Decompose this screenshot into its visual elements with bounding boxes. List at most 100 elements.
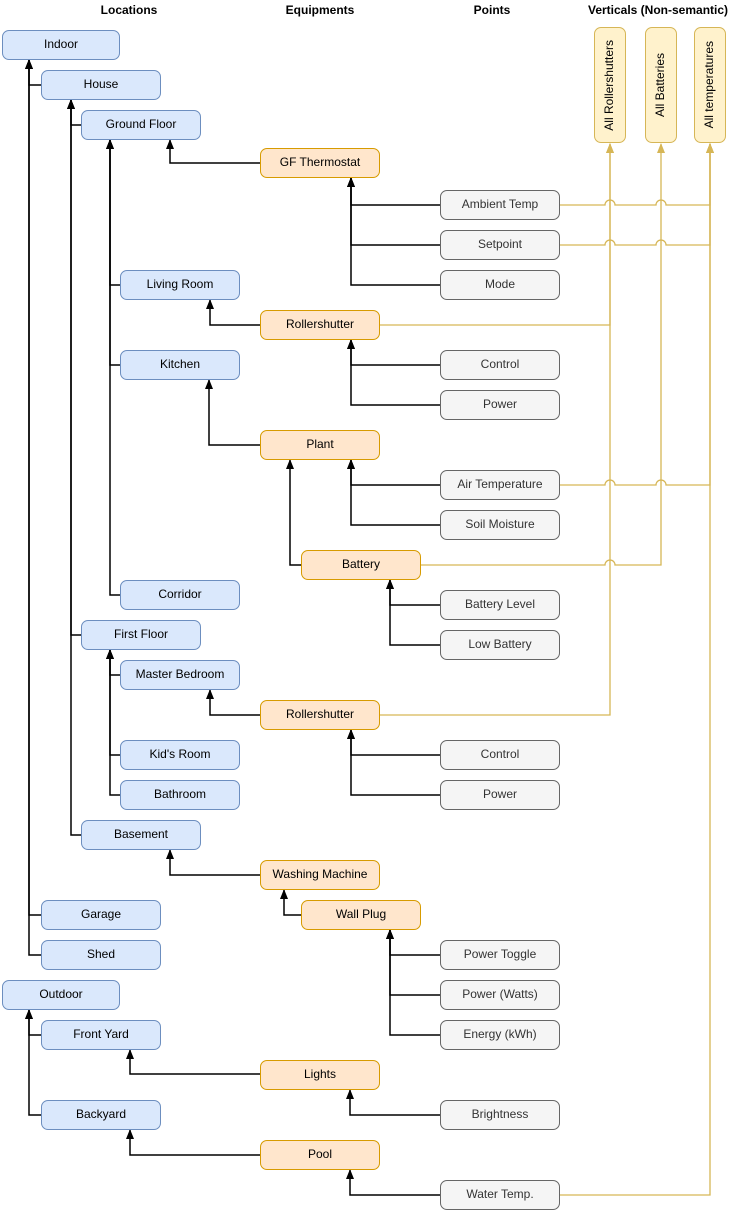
edge-bathroom-to-first-floor — [106, 649, 120, 796]
edge-control-mb-to-rollershutter-mb — [347, 729, 440, 756]
node-label: Mode — [484, 277, 516, 292]
node-label: Power (Watts) — [462, 987, 538, 1002]
equipment-node-plant: Plant — [260, 430, 380, 460]
edge-power-gf-to-rollershutter-gf — [347, 339, 440, 406]
point-node-power-mb: Power — [440, 780, 560, 810]
edge-air-temperature-to-all-temperatures — [560, 143, 714, 486]
node-label: Water Temp. — [466, 1187, 534, 1202]
location-node-backyard: Backyard — [41, 1100, 161, 1130]
edge-mode-to-gf-thermostat — [347, 177, 440, 286]
node-label: All Batteries — [653, 52, 668, 118]
node-label: Washing Machine — [272, 867, 368, 882]
column-header-locations: Locations — [100, 3, 158, 17]
point-node-mode: Mode — [440, 270, 560, 300]
location-node-front-yard: Front Yard — [41, 1020, 161, 1050]
equipment-node-lights: Lights — [260, 1060, 380, 1090]
node-label: Wall Plug — [335, 907, 387, 922]
node-label: Front Yard — [73, 1027, 129, 1042]
node-label: Lights — [303, 1067, 337, 1082]
point-node-air-temperature: Air Temperature — [440, 470, 560, 500]
edge-control-gf-to-rollershutter-gf — [347, 339, 440, 366]
node-label: Shed — [86, 947, 116, 962]
edge-washing-machine-to-basement — [166, 849, 260, 876]
node-label: Air Temperature — [457, 477, 543, 492]
edge-soil-moisture-to-plant — [347, 459, 440, 526]
node-label: Low Battery — [468, 637, 532, 652]
edge-rollershutter-gf-to-living-room — [206, 299, 260, 326]
edge-power-toggle-to-wall-plug — [386, 929, 440, 956]
edge-plant-to-kitchen — [205, 379, 260, 446]
edge-gf-thermostat-to-ground-floor — [166, 139, 260, 164]
vertical-node-all-temperatures: All temperatures — [694, 27, 726, 143]
node-label: Setpoint — [477, 237, 523, 252]
equipment-node-pool: Pool — [260, 1140, 380, 1170]
edge-corridor-to-ground-floor — [106, 139, 120, 596]
edge-setpoint-to-gf-thermostat — [347, 177, 440, 246]
node-label: Bathroom — [153, 787, 207, 802]
edge-battery-to-all-batteries — [421, 143, 665, 566]
edge-air-temperature-to-plant — [347, 459, 440, 486]
node-label: Rollershutter — [285, 707, 355, 722]
edge-pool-to-backyard — [126, 1129, 260, 1156]
node-label: GF Thermostat — [279, 155, 361, 170]
location-node-house: House — [41, 70, 161, 100]
node-label: Soil Moisture — [465, 517, 535, 532]
column-header-equipments: Equipments — [285, 3, 355, 17]
node-label: Power — [482, 787, 517, 802]
point-node-soil-moisture: Soil Moisture — [440, 510, 560, 540]
equipment-node-battery: Battery — [301, 550, 421, 580]
edge-rollershutter-mb-to-all-rollershutters — [380, 143, 614, 716]
location-node-basement: Basement — [81, 820, 201, 850]
edge-ambient-temp-to-all-temperatures — [560, 143, 714, 206]
equipment-node-wall-plug: Wall Plug — [301, 900, 421, 930]
location-node-kids-room: Kid's Room — [120, 740, 240, 770]
node-label: Backyard — [75, 1107, 127, 1122]
edge-basement-to-house — [67, 99, 81, 836]
equipment-node-rollershutter-gf: Rollershutter — [260, 310, 380, 340]
point-node-ambient-temp: Ambient Temp — [440, 190, 560, 220]
node-label: Kitchen — [159, 357, 201, 372]
node-label: Ambient Temp — [461, 197, 539, 212]
edge-kitchen-to-ground-floor — [106, 139, 120, 366]
node-label: Energy (kWh) — [463, 1027, 537, 1042]
vertical-node-all-rollershutters: All Rollershutters — [594, 27, 626, 143]
node-label: Rollershutter — [285, 317, 355, 332]
location-node-ground-floor: Ground Floor — [81, 110, 201, 140]
vertical-node-all-batteries: All Batteries — [645, 27, 677, 143]
node-label: Brightness — [471, 1107, 529, 1122]
point-node-power-gf: Power — [440, 390, 560, 420]
node-label: Pool — [307, 1147, 333, 1162]
node-label: Indoor — [43, 37, 79, 52]
node-label: Control — [480, 357, 520, 372]
location-node-living-room: Living Room — [120, 270, 240, 300]
column-header-points: Points — [473, 3, 511, 17]
edge-house-to-indoor — [25, 59, 41, 86]
edge-setpoint-to-all-temperatures — [560, 143, 714, 246]
location-node-garage: Garage — [41, 900, 161, 930]
node-label: Corridor — [158, 587, 202, 602]
equipment-node-washing-machine: Washing Machine — [260, 860, 380, 890]
edge-backyard-to-outdoor — [25, 1009, 41, 1116]
point-node-water-temp: Water Temp. — [440, 1180, 560, 1210]
edge-low-battery-to-battery — [386, 579, 440, 646]
edge-garage-to-indoor — [25, 59, 41, 916]
edge-water-temp-to-pool — [346, 1169, 440, 1196]
edge-kids-room-to-first-floor — [106, 649, 120, 756]
edge-energy-kwh-to-wall-plug — [386, 929, 440, 1036]
edge-first-floor-to-house — [67, 99, 81, 636]
point-node-control-mb: Control — [440, 740, 560, 770]
point-node-setpoint: Setpoint — [440, 230, 560, 260]
edge-wall-plug-to-washing-machine — [280, 889, 301, 916]
column-header-verticals-non-semantic: Verticals (Non-semantic) — [587, 3, 729, 17]
edge-front-yard-to-outdoor — [25, 1009, 41, 1036]
edge-shed-to-indoor — [25, 59, 41, 956]
node-label: House — [83, 77, 119, 92]
node-label: Outdoor — [39, 987, 83, 1002]
point-node-power-watts: Power (Watts) — [440, 980, 560, 1010]
edge-ambient-temp-to-gf-thermostat — [347, 177, 440, 206]
point-node-control-gf: Control — [440, 350, 560, 380]
node-label: Ground Floor — [105, 117, 177, 132]
location-node-master-bedroom: Master Bedroom — [120, 660, 240, 690]
